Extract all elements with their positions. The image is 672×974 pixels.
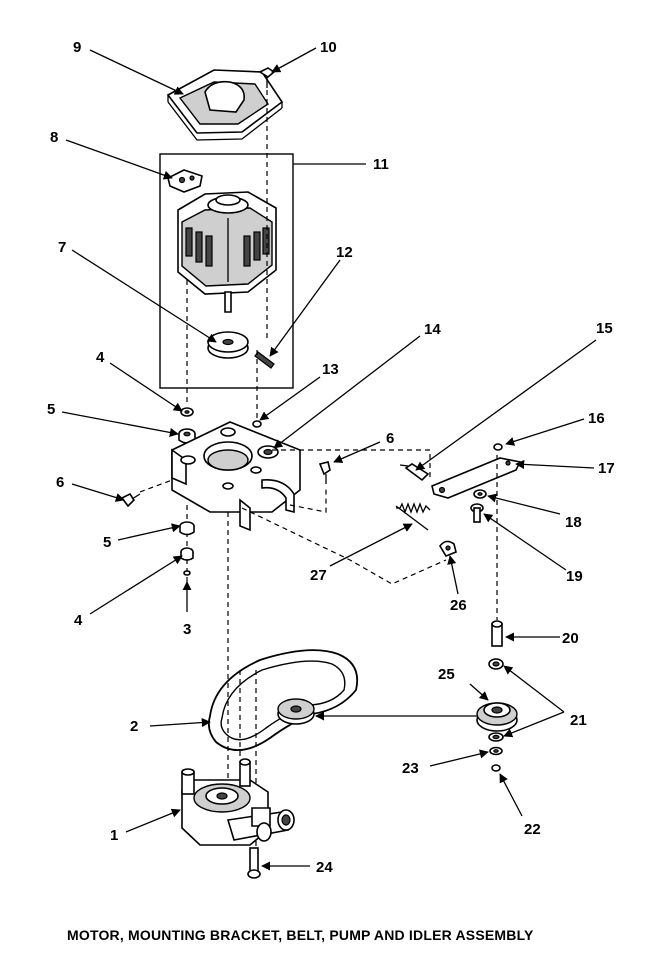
callout-14: 14 (424, 321, 441, 338)
guide-line (241, 507, 447, 585)
callout-labels: 9 10 8 11 7 12 14 15 4 13 5 16 6 17 6 18… (47, 39, 615, 876)
callout-12: 12 (336, 244, 353, 261)
lever-part (399, 463, 430, 482)
idler-bearing-lower-part (488, 732, 504, 742)
idler-washer-part (473, 489, 487, 499)
callout-18: 18 (565, 514, 582, 531)
guide-line (289, 486, 327, 513)
callout-2: 2 (130, 718, 138, 735)
callout-8: 8 (50, 129, 58, 146)
leader-lines (61, 47, 597, 871)
callout-22: 22 (524, 821, 541, 838)
grommet-lower-part (179, 521, 195, 536)
idler-washer-lower-part (489, 746, 503, 756)
motor-group-box (159, 153, 294, 389)
idler-bearing-part (488, 658, 504, 670)
callout-17: 17 (598, 460, 615, 477)
guide-line (272, 449, 431, 480)
nut-part (252, 420, 262, 428)
pump-part (181, 758, 295, 846)
callout-7: 7 (58, 239, 66, 256)
idler-pulley-part (476, 702, 518, 732)
washer-part (180, 407, 194, 417)
callout-4a: 4 (96, 349, 105, 366)
pump-bolt-part (247, 847, 261, 879)
idler-arm-part (431, 457, 522, 499)
motor-cover-part (166, 69, 284, 141)
guide-line (139, 479, 173, 493)
callout-24: 24 (316, 859, 333, 876)
callout-19: 19 (566, 568, 583, 585)
callout-6a: 6 (56, 474, 64, 491)
callout-20: 20 (562, 630, 579, 647)
callout-11: 11 (373, 156, 389, 173)
callout-13: 13 (322, 361, 339, 378)
washer-lower-part (180, 547, 194, 561)
idler-bolt-part (470, 503, 484, 523)
motor-pulley-part (207, 331, 249, 359)
callout-6b: 6 (386, 430, 394, 447)
callout-1: 1 (110, 827, 118, 844)
callout-9: 9 (73, 39, 81, 56)
callout-16: 16 (588, 410, 605, 427)
callout-10: 10 (320, 39, 337, 56)
belt-part (207, 649, 359, 751)
grommet-part (178, 428, 196, 444)
pump-pulley-part (277, 698, 315, 725)
idler-shaft-part (491, 620, 503, 647)
callout-15: 15 (596, 320, 613, 337)
callout-25: 25 (438, 666, 455, 683)
clip-part (183, 570, 191, 576)
callout-26: 26 (450, 597, 467, 614)
mounting-bracket-part (171, 421, 301, 532)
callout-5a: 5 (47, 401, 55, 418)
retaining-ring-part (491, 764, 501, 772)
motor-part (177, 191, 277, 313)
spring-part (395, 502, 431, 531)
callout-5b: 5 (103, 534, 111, 551)
motor-clip-part (167, 169, 203, 193)
diagram-caption: MOTOR, MOUNTING BRACKET, BELT, PUMP AND … (67, 927, 534, 943)
screw-left-part (120, 492, 141, 508)
motor-key-part (254, 351, 275, 369)
callout-23: 23 (402, 760, 419, 777)
callout-21: 21 (570, 712, 587, 729)
idler-nut-part (493, 443, 503, 451)
spring-clip-part (439, 540, 457, 557)
callout-3: 3 (183, 621, 191, 638)
callout-27: 27 (310, 567, 327, 584)
screw-right-part (318, 461, 331, 484)
callout-4b: 4 (74, 612, 83, 629)
